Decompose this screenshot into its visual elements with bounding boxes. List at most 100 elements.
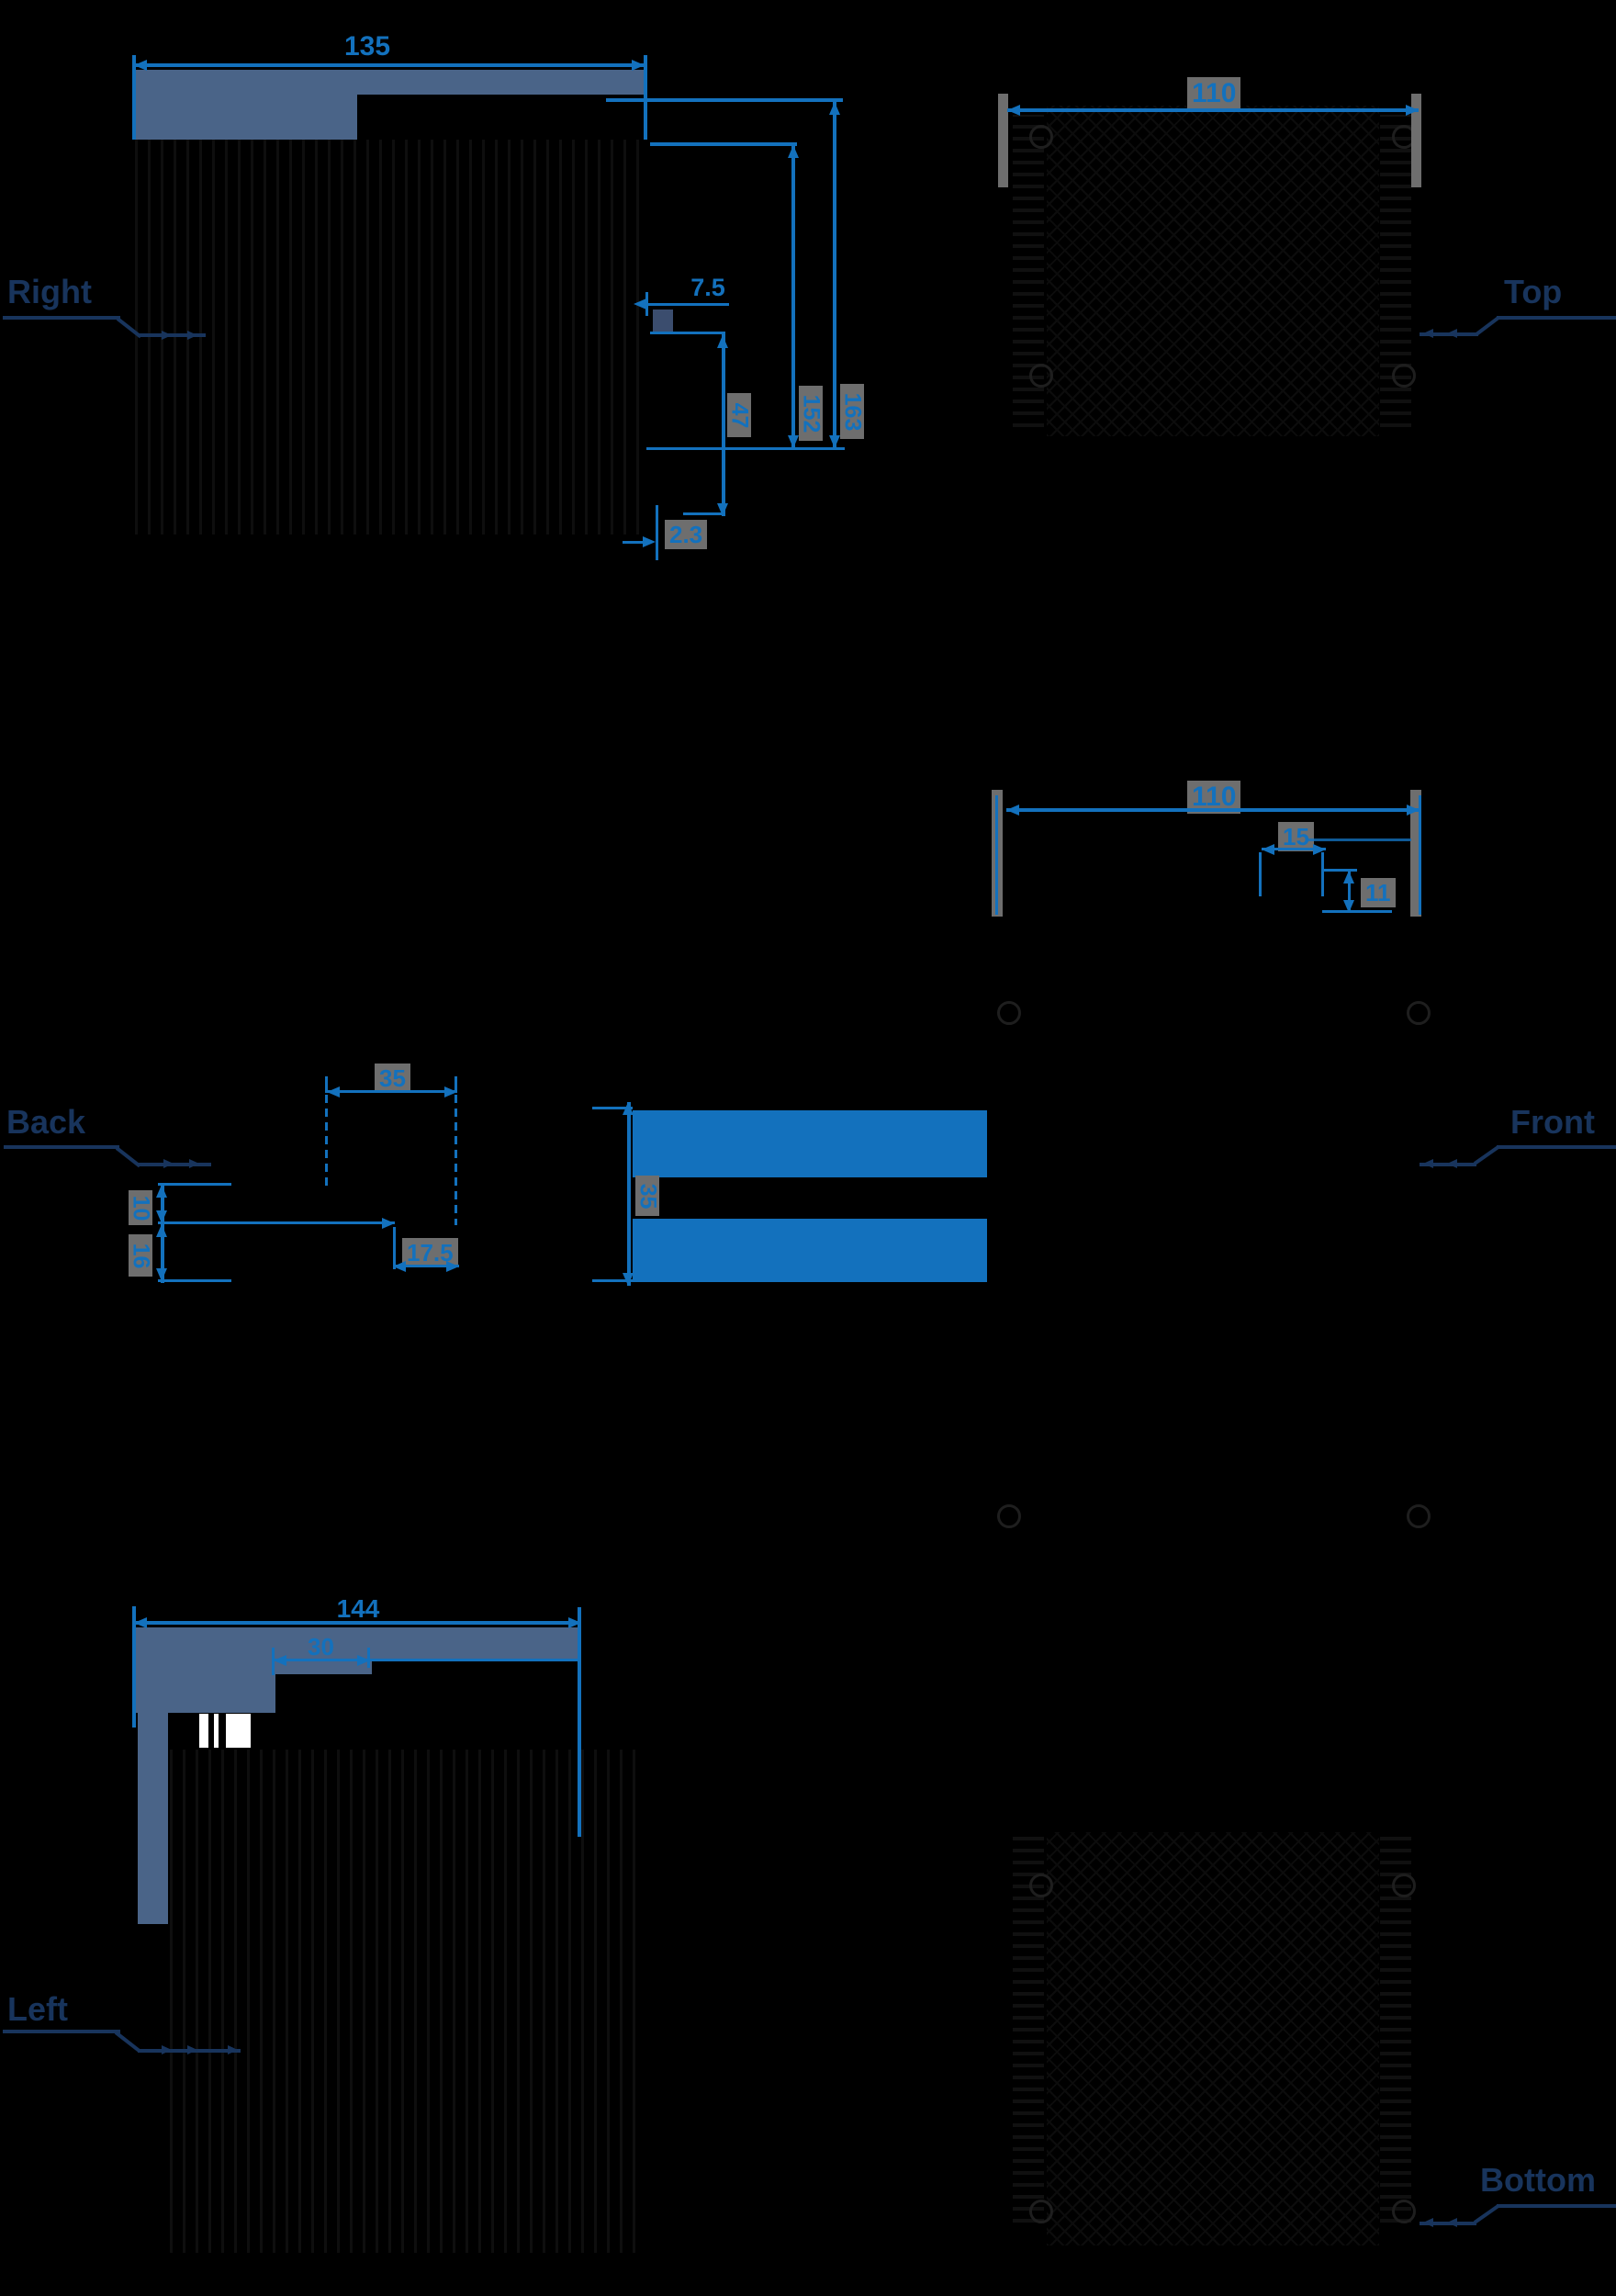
vent-slot-divider (219, 1714, 226, 1748)
dim-arrow (1407, 805, 1420, 816)
dim-right-total-height: 163 (840, 384, 866, 439)
dim-right-clip-offset: 7.5 (690, 274, 725, 301)
leader-line (4, 1145, 119, 1149)
left-view-fill-mid (275, 1627, 372, 1674)
dim-line (1262, 848, 1326, 850)
dim-arrow (393, 1261, 406, 1272)
dim-arrow (632, 60, 645, 71)
extension-line (132, 55, 136, 140)
dim-arrow (156, 1210, 167, 1223)
leader-arrow (187, 331, 197, 340)
leader-line (1497, 2204, 1616, 2208)
leader-line (1473, 2204, 1500, 2224)
dim-arrow (156, 1268, 167, 1281)
dim-arrow (1406, 105, 1419, 116)
leader-arrow (228, 2045, 238, 2054)
screw-icon (1392, 1874, 1416, 1897)
right-view-fill-left (135, 70, 357, 140)
screw-icon (1029, 125, 1053, 149)
extension-line (325, 1076, 328, 1093)
dim-line (833, 102, 836, 448)
extension-line (370, 1659, 578, 1661)
extension-line (158, 1221, 395, 1224)
dim-line (274, 1659, 370, 1661)
dim-arrow (446, 1261, 459, 1272)
dim-arrow (623, 1273, 634, 1286)
dim-right-body-height: 152 (799, 386, 825, 441)
leader-arrow (187, 2045, 197, 2054)
dim-arrow (274, 1655, 286, 1666)
dim-arrow (1006, 805, 1019, 816)
vent-slot-divider (208, 1714, 214, 1748)
dim-back-slot-upper: 10 (129, 1190, 154, 1225)
extension-line (367, 1648, 370, 1668)
extension-line (683, 512, 725, 515)
leader-arrow (1447, 329, 1457, 338)
screw-icon (1029, 1874, 1053, 1897)
bottom-view-plate (1047, 1832, 1379, 2245)
extension-line (1308, 838, 1411, 841)
dim-line (393, 1265, 459, 1267)
left-view-fill-left (135, 1627, 275, 1713)
din-rail-lower-flange (633, 1219, 991, 1282)
extension-line (650, 332, 725, 334)
leader-arrow (1447, 1159, 1457, 1168)
din-rail-upper-flange (633, 1110, 991, 1177)
dim-back-slot-lower: 16 (129, 1234, 154, 1277)
dim-line (791, 145, 795, 448)
extension-line (393, 1227, 396, 1269)
extension-line (646, 447, 845, 450)
dim-arrow (134, 60, 147, 71)
clip-highlight (653, 310, 673, 333)
leader-line (1473, 1145, 1500, 1165)
extension-line (454, 1076, 457, 1093)
view-label-back: Back (6, 1103, 86, 1141)
extension-line (592, 1107, 633, 1109)
left-view-fill-right (372, 1627, 578, 1661)
view-label-right: Right (7, 273, 92, 310)
hidden-edge-line (454, 1095, 457, 1225)
view-label-left: Left (7, 1990, 68, 2028)
leader-line (138, 1163, 211, 1166)
bottom-view-fins-right (1380, 1837, 1411, 2223)
extension-bar (998, 94, 1008, 187)
screw-icon (997, 1001, 1021, 1025)
screw-icon (1407, 1001, 1431, 1025)
extension-line (650, 142, 797, 146)
extension-line (644, 55, 647, 140)
screw-icon (997, 1504, 1021, 1528)
dim-left-step: 30 (308, 1633, 334, 1660)
left-view-fins (170, 1750, 638, 2253)
dim-line (1006, 808, 1420, 812)
extension-line (1259, 852, 1262, 896)
view-label-front: Front (1510, 1103, 1595, 1141)
dim-line (645, 303, 729, 306)
top-view-plate (1047, 106, 1379, 436)
dim-din-rail-height: 35 (635, 1176, 661, 1216)
extension-line (578, 1607, 581, 1837)
screw-icon (1392, 364, 1416, 388)
dim-arrow (788, 435, 799, 448)
dim-arrow (382, 1218, 395, 1229)
leader-arrow (162, 331, 172, 340)
view-label-top: Top (1504, 273, 1563, 310)
dim-arrow (623, 1102, 634, 1115)
dim-top-width: 110 (1187, 77, 1241, 110)
extension-line (606, 98, 843, 102)
front-view-body (987, 960, 1432, 1566)
dim-left-depth: 144 (336, 1594, 380, 1623)
dim-arrow (788, 145, 799, 158)
extension-line (1321, 852, 1324, 896)
extension-line (1322, 869, 1357, 872)
screw-icon (1392, 2200, 1416, 2223)
right-view-fill-top (357, 70, 645, 95)
screw-icon (1407, 1504, 1431, 1528)
dim-line (722, 334, 725, 516)
leader-arrow (1423, 1159, 1433, 1168)
leader-arrow (1447, 2218, 1457, 2227)
bottom-view-fins-left (1013, 1837, 1044, 2223)
extension-line (158, 1183, 231, 1186)
dim-arrow (327, 1086, 340, 1097)
dim-back-rail-width: 35 (375, 1064, 410, 1093)
dim-right-panel-thickness: 2.3 (665, 520, 708, 549)
